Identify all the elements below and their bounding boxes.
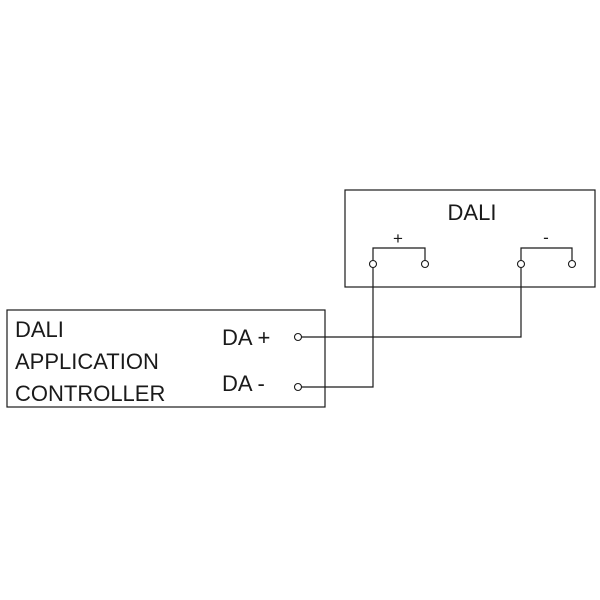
controller-box [6, 309, 326, 408]
dali-plus-label: + [393, 229, 403, 248]
dali-minus-label: - [543, 228, 549, 247]
da-plus-label: DA + [222, 325, 270, 350]
wire-da-minus-to-dali-plus [301, 266, 374, 388]
da-minus-label: DA - [222, 371, 265, 396]
dali-plus-bracket [372, 247, 426, 262]
dali-minus-terminal-left [516, 259, 526, 269]
da-minus-terminal [293, 382, 303, 392]
da-plus-terminal [293, 332, 303, 342]
dali-plus-terminal-left [368, 259, 378, 269]
controller-line-1: DALI [15, 317, 64, 342]
controller-line-3: CONTROLLER [15, 381, 165, 406]
controller-line-2: APPLICATION [15, 349, 159, 374]
wire-da-plus-to-dali-minus [301, 266, 522, 338]
dali-device-box [344, 189, 596, 288]
dali-minus-bracket [520, 247, 573, 262]
dali-minus-terminal-right [567, 259, 577, 269]
dali-plus-terminal-right [420, 259, 430, 269]
dali-device-title: DALI [448, 200, 497, 225]
